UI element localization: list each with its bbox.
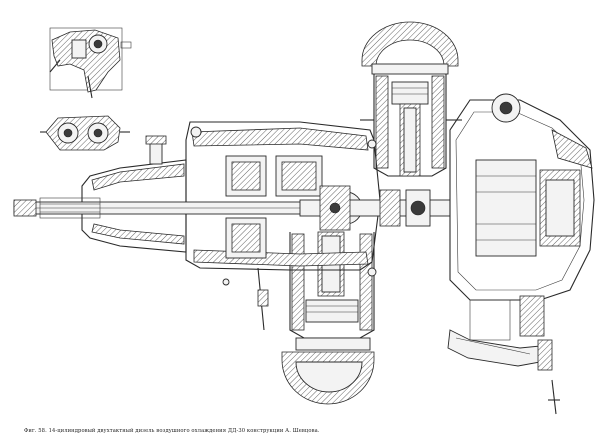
- crankshaft: [299, 185, 451, 231]
- crankcase-body: [185, 121, 381, 271]
- fastener-details: [190, 126, 377, 331]
- detail-view-lower-left: [40, 115, 130, 151]
- upper-cylinder: [360, 21, 462, 177]
- lower-cylinder: [281, 231, 375, 405]
- propeller-shaft: [13, 197, 311, 219]
- detail-view-top-left: [49, 27, 132, 99]
- exhaust-pipe: [447, 295, 560, 415]
- accessory-section: [449, 93, 595, 301]
- nose-housing: [81, 135, 187, 253]
- figure-caption: Фиг. 58. 14-цилиндровый двухтактный дизе…: [24, 428, 320, 434]
